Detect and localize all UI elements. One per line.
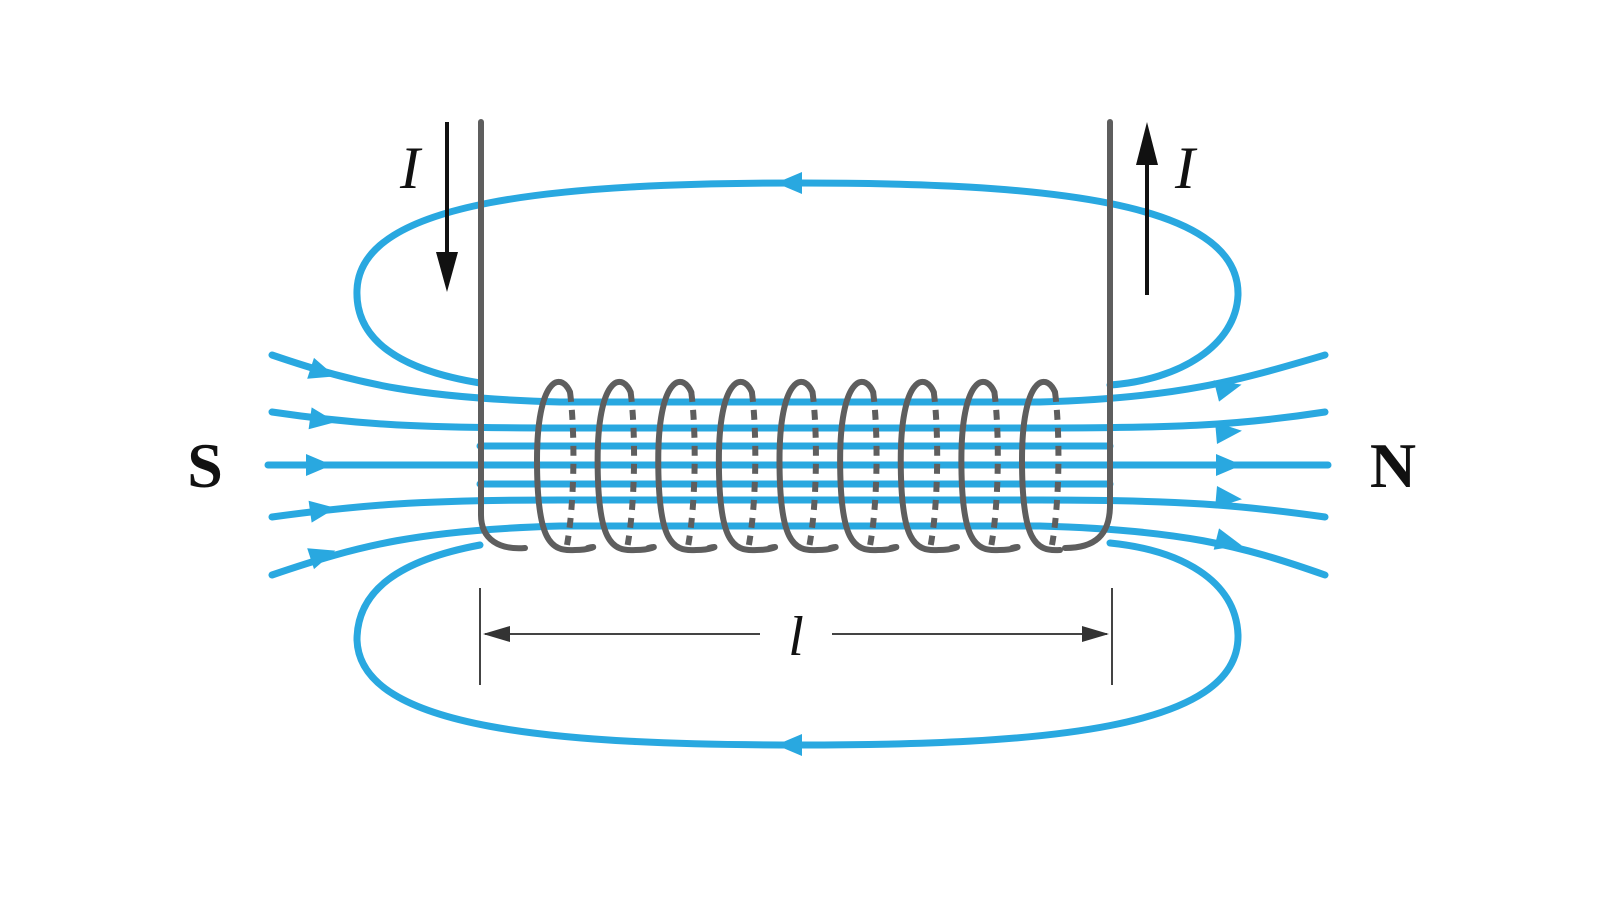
output-lead-wire xyxy=(1062,119,1113,551)
coil-turn-back xyxy=(685,391,698,546)
current-in-arrow-head xyxy=(436,252,458,292)
field-line-2 xyxy=(268,408,1329,432)
coil-turn-back xyxy=(564,391,577,546)
dimension-arrow-right xyxy=(1082,626,1109,642)
field-arrow-right xyxy=(1213,528,1242,550)
coil-turn-back xyxy=(806,391,819,546)
coil-turn-front xyxy=(776,379,839,554)
current-out-arrow-head xyxy=(1136,122,1158,165)
input-lead-wire xyxy=(478,119,528,552)
field-arrow-left xyxy=(307,357,336,379)
field-arrow-right xyxy=(1213,380,1242,402)
field-arrow-left xyxy=(306,454,332,476)
length-dimension xyxy=(479,588,1113,685)
field-arrow-bottom-loop xyxy=(776,734,802,756)
field-arrow-left xyxy=(307,548,336,570)
coil-turn-back xyxy=(927,391,941,546)
coil-turn-front xyxy=(533,379,597,554)
field-line-1 xyxy=(268,351,1329,406)
coil-turn-back xyxy=(988,391,1001,546)
south-pole-label: S xyxy=(187,430,223,501)
dimension-arrow-left xyxy=(483,626,510,642)
coil-turn-front xyxy=(715,379,778,554)
outer-loop-top xyxy=(353,179,1242,389)
field-arrow-right xyxy=(1215,485,1242,508)
current-in-label: I xyxy=(399,135,423,201)
coil-turn-front xyxy=(594,379,657,554)
coil-turn-front xyxy=(958,379,1021,554)
field-arrow-left xyxy=(308,407,336,430)
field-line-5 xyxy=(268,522,1329,579)
field-arrow-left xyxy=(308,500,336,523)
field-direction-arrows xyxy=(306,172,1242,756)
coil-turn-back xyxy=(624,391,638,546)
coil-turn-front xyxy=(837,379,900,554)
coil-turn-front xyxy=(655,379,718,554)
field-arrow-right xyxy=(1216,454,1242,476)
length-label: l xyxy=(788,606,804,668)
coil-turn-back xyxy=(1049,391,1062,546)
north-pole-label: N xyxy=(1370,430,1416,501)
magnetic-field-lines xyxy=(264,179,1332,749)
coil-turn-front xyxy=(897,379,960,554)
coil-turn-front xyxy=(1018,379,1063,554)
current-arrows xyxy=(436,122,1158,295)
field-arrow-right xyxy=(1215,422,1242,445)
solenoid-coil xyxy=(478,119,1113,554)
field-arrow-top-loop xyxy=(776,172,802,194)
field-line-4 xyxy=(268,496,1329,521)
coil-turn-back xyxy=(867,391,880,546)
current-out-label: I xyxy=(1174,135,1198,201)
coil-turn-back xyxy=(745,391,759,546)
